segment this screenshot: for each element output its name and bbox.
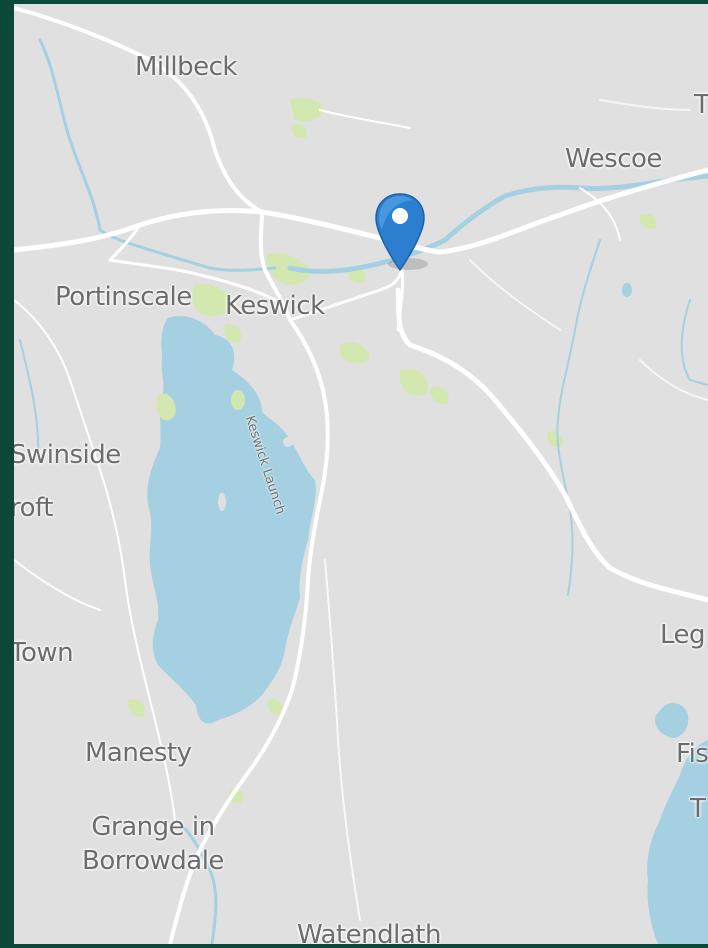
derwentwater-lake	[147, 315, 316, 724]
place-label-keswick: Keswick	[225, 291, 325, 321]
small-tarn	[622, 283, 632, 297]
place-label-swinside: Swinside	[14, 440, 121, 470]
place-label-town: Town	[14, 638, 74, 668]
place-label-t-bottom: T	[690, 794, 706, 824]
place-label-croft: roft	[14, 493, 53, 523]
map-canvas[interactable]: Millbeck Wescoe Portinscale Keswick Swin…	[14, 4, 708, 944]
place-label-grange-line2: Borrowdale	[82, 846, 224, 876]
park-areas	[127, 98, 657, 804]
right-lake	[647, 740, 708, 944]
right-lake-north	[654, 703, 689, 738]
place-label-watendlath: Watendlath	[297, 920, 441, 944]
place-label-millbeck: Millbeck	[135, 52, 237, 82]
place-label-manesty: Manesty	[85, 738, 192, 768]
place-label-t-top: T	[694, 90, 708, 120]
place-label-leg: Leg	[660, 620, 706, 650]
lake-island	[218, 493, 226, 511]
lake-island	[231, 390, 245, 410]
roads	[14, 6, 708, 944]
map-base-layer	[14, 6, 708, 944]
map-pin-icon	[375, 193, 428, 272]
place-label-fis: Fis	[676, 739, 708, 769]
place-label-grange-in-borrowdale: Grange in Borrowdale	[82, 810, 224, 878]
lake-island	[283, 437, 293, 447]
place-label-wescoe: Wescoe	[565, 144, 662, 174]
place-label-grange-line1: Grange in	[91, 812, 215, 842]
place-label-portinscale: Portinscale	[55, 282, 192, 312]
location-marker[interactable]	[372, 192, 432, 276]
